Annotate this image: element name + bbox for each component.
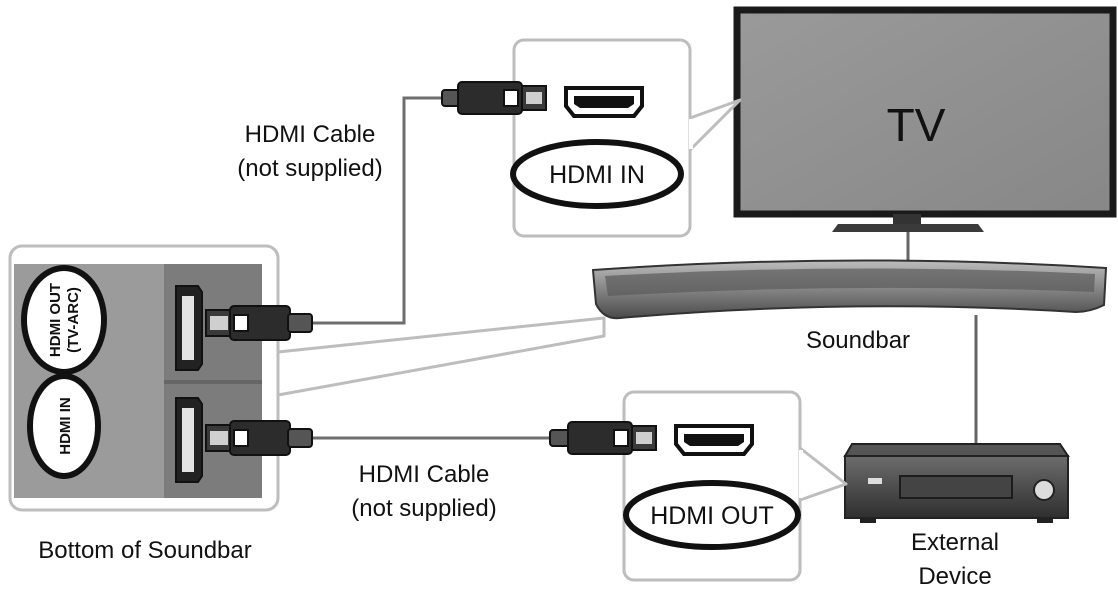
tv-screen [733,6,1117,218]
hdmi-in-label: HDMI IN [57,397,74,455]
hdmi-plug-tv-end [441,81,547,115]
device-foot-left [860,518,876,523]
external-device-label-line2: Device [918,563,991,590]
hdmi-plug-device-end [549,421,657,455]
bottom-callout-pointer [276,316,606,397]
soundbar-label: Soundbar [806,327,910,354]
device-top [843,443,1070,457]
soundbar-hdmi-in-port [175,397,203,483]
external-device [843,443,1070,523]
tv-stand-base [832,224,984,232]
device-knob [1033,479,1055,501]
device-port-callout: HDMI OUT [622,390,848,582]
hdmi-plug-soundbar-in [205,420,313,456]
hdmi-cable-bottom-label-line1: HDMI Cable [359,461,490,488]
external-device-label-line1: External [911,529,999,556]
soundbar-bottom-callout: HDMI OUT (TV-ARC) HDMI IN [8,244,606,512]
device-tray [899,475,1013,499]
hdmi-out-label-line2: (TV-ARC) [65,287,82,353]
soundbar [591,259,1108,320]
tv-callout-pointer [688,98,742,152]
tv-label: TV [887,99,946,151]
tv-stand-neck [893,214,921,224]
hdmi-in-highlight [27,373,101,479]
device-power-led [868,478,882,484]
hdmi-out-label-line1: HDMI OUT [47,283,64,357]
tv-hdmi-socket-icon [564,86,644,118]
tv-hdmi-in-highlight [510,139,684,209]
tv-hdmi-in-label: HDMI IN [549,161,645,189]
hdmi-cable-top-label-line1: HDMI Cable [245,121,376,148]
hdmi-plug-soundbar-out [205,305,313,341]
device-hdmi-out-highlight [623,480,801,550]
device-callout-pointer [798,446,848,502]
device-foot-right [1037,518,1053,523]
hdmi-cable-top-label-line2: (not supplied) [237,155,382,182]
bottom-panel-divider [164,380,262,384]
tv-port-callout: HDMI IN [510,38,742,238]
device-hdmi-out-label: HDMI OUT [650,502,774,530]
hdmi-cable-top [310,96,444,325]
device-hdmi-socket-icon [674,424,754,456]
soundbar-hdmi-out-port [175,285,203,371]
hdmi-cable-bottom-label-line2: (not supplied) [351,495,496,522]
soundbar-grille [605,268,1095,296]
tv: TV [733,6,1117,232]
bottom-of-soundbar-label: Bottom of Soundbar [38,537,251,564]
hdmi-out-tv-arc-highlight [21,265,107,375]
